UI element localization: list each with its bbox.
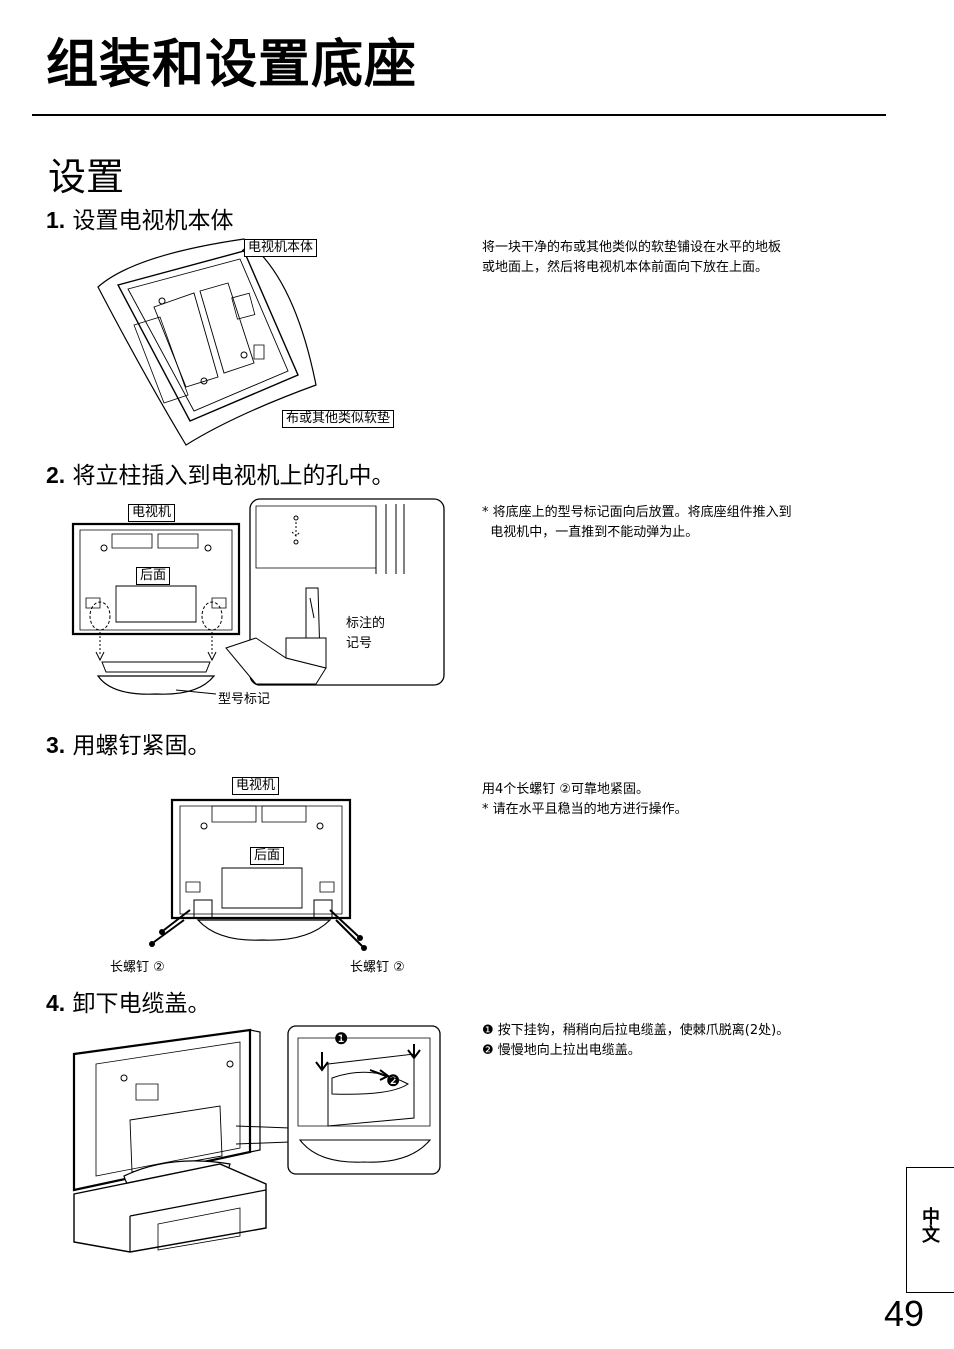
page-number: 49 bbox=[884, 1293, 925, 1334]
label-tv-body: 电视机本体 bbox=[244, 239, 318, 257]
step-2-heading: 2. 将立柱插入到电视机上的孔中。 bbox=[46, 460, 395, 491]
label-rear-3: 后面 bbox=[250, 847, 285, 865]
step-2-number: 2. bbox=[46, 462, 66, 488]
screw-icon bbox=[149, 910, 190, 947]
step-4-number: 4. bbox=[46, 990, 66, 1016]
section-title: 设置 bbox=[48, 155, 125, 199]
step-1-heading: 1. 设置电视机本体 bbox=[46, 205, 234, 236]
step-3-number: 3. bbox=[46, 732, 66, 758]
arrow-down-icon bbox=[316, 1044, 420, 1080]
step-2-title: 将立柱插入到电视机上的孔中。 bbox=[72, 463, 395, 489]
step-3-illustration bbox=[149, 796, 367, 951]
label-long-screw-left: 长螺钉 ② bbox=[110, 960, 165, 975]
label-mark: 记号 bbox=[346, 636, 373, 651]
language-tab-label: 中文 bbox=[919, 1207, 940, 1243]
label-tv: 电视机 bbox=[128, 504, 176, 522]
tv-back-illustration bbox=[72, 520, 240, 698]
step-1-title: 设置电视机本体 bbox=[72, 208, 234, 234]
step-1-number: 1. bbox=[46, 207, 66, 233]
label-model-mark: 型号标记 bbox=[218, 692, 271, 707]
step-4-heading: 4. 卸下电缆盖。 bbox=[46, 988, 211, 1019]
hand-illustration bbox=[332, 1072, 408, 1094]
step-2-description: * 将底座上的型号标记面向后放置。将底座组件推入到 电视机中，一直推到不能动弹为… bbox=[482, 505, 792, 540]
screw-icon bbox=[330, 910, 367, 951]
label-cloth: 布或其他类似软垫 bbox=[282, 410, 395, 428]
marker-2: ❷ bbox=[386, 1071, 401, 1090]
label-marked: 标注的 bbox=[346, 616, 386, 631]
stand-pole-illustration bbox=[226, 498, 446, 686]
step-4-illustration bbox=[70, 1024, 442, 1252]
marker-1: ❶ bbox=[334, 1029, 349, 1048]
step-1-illustration bbox=[94, 235, 324, 447]
step-4-description: ❶ 按下挂钩，稍稍向后拉电缆盖，使棘爪脱离(2处)。 ❷ 慢慢地向上拉出电缆盖。 bbox=[482, 1023, 790, 1058]
step-3-heading: 3. 用螺钉紧固。 bbox=[46, 730, 211, 761]
step-1-description: 将一块干净的布或其他类似的软垫铺设在水平的地板 或地面上，然后将电视机本体前面向… bbox=[482, 240, 782, 275]
title-divider bbox=[32, 114, 886, 116]
step-3-title: 用螺钉紧固。 bbox=[72, 733, 211, 759]
label-tv-3: 电视机 bbox=[232, 777, 280, 795]
language-tab bbox=[906, 1167, 954, 1293]
step-3-description: 用4个长螺钉 ②可靠地紧固。 * 请在水平且稳当的地方进行操作。 bbox=[482, 782, 688, 817]
page-title: 组装和设置底座 bbox=[46, 35, 418, 95]
step-4-title: 卸下电缆盖。 bbox=[72, 991, 211, 1017]
label-rear: 后面 bbox=[136, 567, 171, 585]
label-long-screw-right: 长螺钉 ② bbox=[350, 960, 405, 975]
